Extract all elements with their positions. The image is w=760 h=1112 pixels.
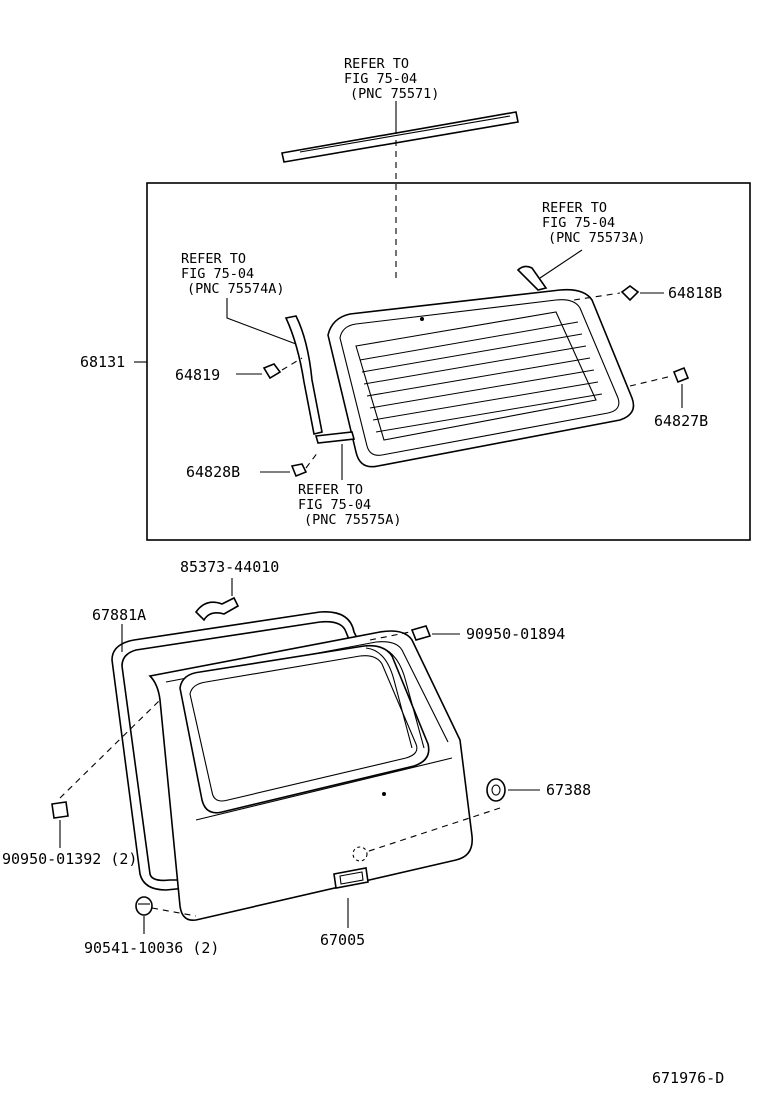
ref-right-line1: REFER TO bbox=[542, 200, 607, 216]
clip-90950-01392 bbox=[51, 801, 69, 819]
grommet-67388 bbox=[486, 778, 506, 802]
lower-molding-part bbox=[314, 431, 356, 444]
label-90541-10036: 90541-10036 (2) bbox=[84, 939, 219, 957]
ref-right-line3: (PNC 75573A) bbox=[548, 230, 646, 246]
clip-64828B bbox=[290, 463, 308, 478]
clip-64819 bbox=[262, 363, 282, 380]
back-door-panel-67005 bbox=[148, 630, 473, 922]
label-64828B: 64828B bbox=[186, 463, 240, 481]
ref-right: REFER TO FIG 75-04 (PNC 75573A) bbox=[542, 200, 646, 246]
defogger-lines bbox=[359, 321, 603, 433]
label-64819: 64819 bbox=[175, 366, 220, 384]
label-67881A: 67881A bbox=[92, 606, 146, 624]
label-85373-44010: 85373-44010 bbox=[180, 558, 279, 576]
grommet-90950-01894 bbox=[410, 625, 432, 641]
back-glass-part bbox=[327, 288, 635, 468]
hose-85373 bbox=[194, 596, 240, 622]
bumper-90541-10036 bbox=[135, 896, 153, 916]
ref-bottom-line2: FIG 75-04 bbox=[298, 497, 371, 513]
label-64827B: 64827B bbox=[654, 412, 708, 430]
clip-64827B bbox=[672, 366, 690, 384]
left-molding-part bbox=[284, 315, 323, 435]
clip-64818B bbox=[620, 285, 640, 302]
ref-left: REFER TO FIG 75-04 (PNC 75574A) bbox=[181, 251, 285, 297]
upper-molding-part bbox=[281, 111, 519, 163]
label-90950-01894: 90950-01894 bbox=[466, 625, 565, 643]
label-67005: 67005 bbox=[320, 931, 365, 949]
ref-top: REFER TO FIG 75-04 (PNC 75571) bbox=[344, 56, 439, 102]
ref-top-line2: FIG 75-04 bbox=[344, 71, 417, 87]
label-68131: 68131 bbox=[80, 353, 125, 371]
ref-top-line1: REFER TO bbox=[344, 56, 409, 72]
label-90950-01392: 90950-01392 (2) bbox=[2, 850, 137, 868]
ref-bottom-line3: (PNC 75575A) bbox=[304, 512, 402, 528]
ref-bottom-line1: REFER TO bbox=[298, 482, 363, 498]
ref-right-line2: FIG 75-04 bbox=[542, 215, 615, 231]
ref-left-line1: REFER TO bbox=[181, 251, 246, 267]
ref-top-line3: (PNC 75571) bbox=[350, 86, 439, 102]
diagram-id: 671976-D bbox=[652, 1069, 724, 1087]
ref-bottom: REFER TO FIG 75-04 (PNC 75575A) bbox=[298, 482, 402, 528]
ref-left-line3: (PNC 75574A) bbox=[187, 281, 285, 297]
label-64818B: 64818B bbox=[668, 284, 722, 302]
label-67388: 67388 bbox=[546, 781, 591, 799]
ref-left-line2: FIG 75-04 bbox=[181, 266, 254, 282]
